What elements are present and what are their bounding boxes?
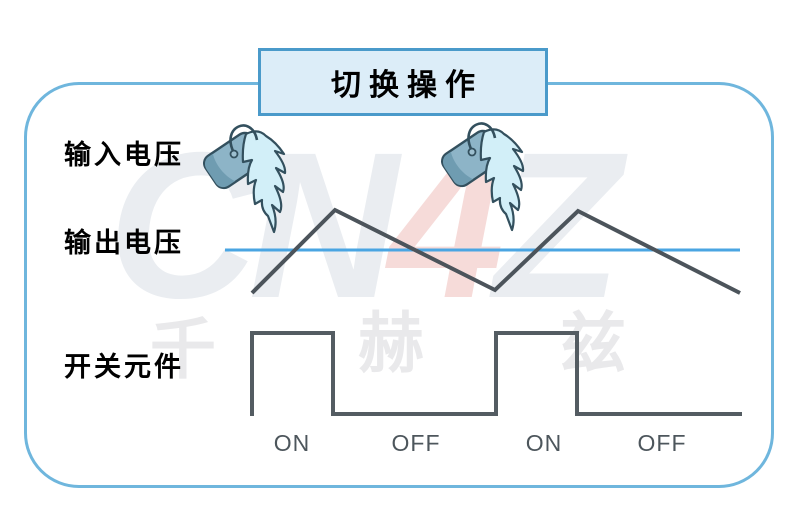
state-label-on: ON <box>525 430 563 456</box>
label-switching-element: 开关元件 <box>64 352 184 382</box>
bucket-pour-icon <box>199 124 287 234</box>
watermark-char: 赫 <box>358 308 424 381</box>
label-output-voltage: 输出电压 <box>64 228 184 258</box>
label-input-voltage: 输入电压 <box>64 140 184 170</box>
bucket-pour-icon <box>437 122 525 232</box>
state-label-off: OFF <box>391 430 441 456</box>
watermark-char: 千 <box>150 314 216 387</box>
title-box: 切换操作 <box>258 48 548 116</box>
switch-waveform <box>250 331 742 416</box>
page-title: 切换操作 <box>331 69 483 102</box>
watermark-char: 兹 <box>560 308 626 381</box>
output-voltage-waveform <box>250 207 741 295</box>
state-label-on: ON <box>273 430 311 456</box>
state-label-off: OFF <box>637 430 687 456</box>
